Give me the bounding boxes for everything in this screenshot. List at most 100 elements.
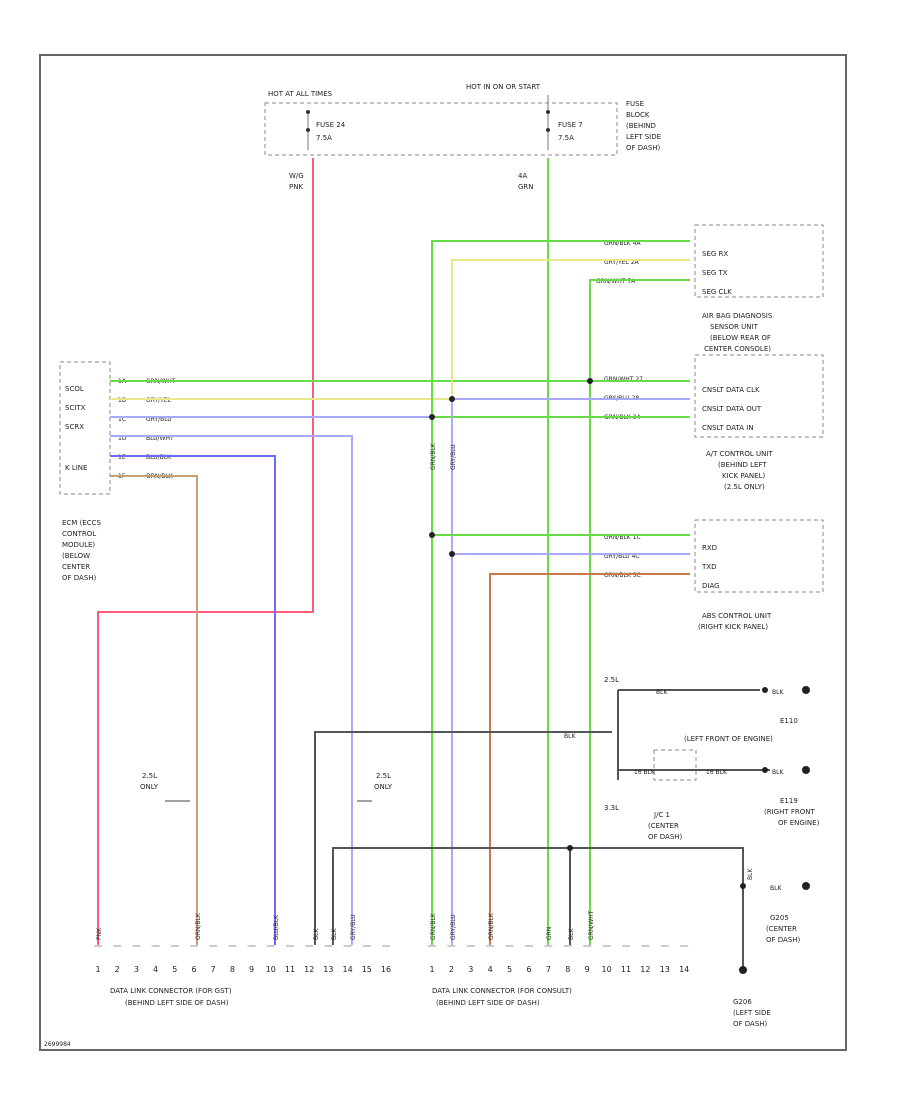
dlc-gst-connector: DATA LINK CONNECTOR (FOR GST) (BEHIND LE… (94, 912, 391, 1007)
hot-in-on-start-label: HOT IN ON OR START (466, 83, 541, 91)
airbag-wire-tag-1: GRN/BLK 4A (604, 240, 641, 247)
fuse-24-wire-id: W/G (289, 172, 304, 180)
at-pin-data-in: CNSLT DATA IN (702, 424, 754, 432)
airbag-pin-seg-clk: SEG CLK (702, 288, 732, 296)
ecm-box (59, 361, 111, 495)
ground-g205-symbol (802, 882, 810, 890)
ground-g205-dot (740, 883, 746, 889)
hot-at-all-times-label: HOT AT ALL TIMES (268, 90, 333, 98)
dlc-gst-pin-number: 3 (134, 965, 139, 974)
at-label-2: (BEHIND LEFT (718, 461, 767, 469)
dlc-gst-pin-number: 4 (153, 965, 158, 974)
dlc-consult-wire-tag: GRN/BLK (430, 912, 437, 940)
dlc-consult-pin-number: 2 (449, 965, 454, 974)
dlc-consult-wire-tag: GRN (546, 927, 553, 940)
airbag-label-3: (BELOW REAR OF (710, 334, 771, 342)
splice-dot-1 (587, 378, 593, 384)
dlc-gst-wire-tag: PNK (96, 927, 103, 940)
splice-dot-3 (429, 414, 435, 420)
ground-e119-blk: BLK (772, 769, 784, 776)
splice-dot-5 (449, 551, 455, 557)
airbag-pin-seg-tx: SEG TX (702, 269, 728, 277)
fuse-block: HOT AT ALL TIMES HOT IN ON OR START FUSE… (264, 83, 661, 191)
ground-e119-label: E119 (780, 797, 798, 805)
fuse-block-label-2: BLOCK (626, 111, 650, 119)
splices (429, 378, 593, 851)
abs-wire-tag-2: GRY/BLU 4C (604, 553, 640, 560)
fuse-7-wire-id: 4A (518, 172, 527, 180)
ecm-label-3: MODULE) (62, 541, 95, 549)
ground-e119-connector-box (653, 749, 697, 781)
wire-airbag-grn-blk (431, 240, 690, 945)
ecm-label-2: CONTROL (62, 530, 96, 538)
wires-layer (97, 158, 770, 970)
ground-g205-label-3: OF DASH) (766, 936, 801, 944)
ground-e110-blk: BLK (772, 689, 784, 696)
fuse-block-label-1: FUSE (626, 100, 644, 108)
ground-e119-dot (762, 767, 768, 773)
splice-dot-4 (429, 532, 435, 538)
airbag-sensor-unit: SEG RX SEG TX SEG CLK AIR BAG DIAGNOSIS … (596, 224, 824, 353)
at-label-4: (2.5L ONLY) (724, 483, 765, 491)
ground-g205-blk: BLK (770, 885, 782, 892)
dlc-gst-label-2: (BEHIND LEFT SIDE OF DASH) (125, 999, 229, 1007)
dlc-gst-pin-number: 12 (304, 965, 314, 974)
ground-g206-label-3: OF DASH) (733, 1020, 768, 1028)
jc1-label-1: J/C 1 (653, 811, 670, 819)
abs-wire-tag-1: GRN/BLK 1C (604, 534, 641, 541)
dlc-gst-pin-number: 13 (323, 965, 333, 974)
ecm-pin-scol: SCOL (65, 385, 84, 393)
dlc-consult-pin-number: 11 (621, 965, 631, 974)
dlc-gst-pin-number: 8 (230, 965, 235, 974)
dlc-gst-wire-tag: ORN/BLK (195, 912, 202, 940)
dlc-consult-pin-number: 1 (429, 965, 434, 974)
ecm-label-1: ECM (ECCS (62, 519, 102, 527)
airbag-unit-box (694, 224, 824, 298)
airbag-wire-tag-3: GRN/WHT 7A (596, 278, 636, 285)
wire-airbag-grn-wht (589, 279, 690, 945)
airbag-pin-seg-rx: SEG RX (702, 250, 728, 258)
dlc-consult-wire-tag: BLK (568, 928, 575, 940)
ground-g205-wire-tag: BLK (747, 868, 754, 880)
dlc-consult-label-2: (BEHIND LEFT SIDE OF DASH) (436, 999, 540, 1007)
dlc-gst-pin-number: 10 (266, 965, 276, 974)
ecm-wire-tag-3: GRY/BLU (146, 416, 172, 423)
wire-ecm-blu-wht (110, 435, 353, 945)
ground-e110-loc: (LEFT FRONT OF ENGINE) (684, 735, 773, 743)
dlc-gst-wire-tag: BLK (313, 928, 320, 940)
dlc-consult-connector: DATA LINK CONNECTOR (FOR CONSULT) (BEHIN… (428, 910, 689, 1007)
dlc-gst-pin-number: 7 (211, 965, 216, 974)
ground-e110-label: E110 (780, 717, 798, 725)
dlc-gst-pin-number: 11 (285, 965, 295, 974)
splice-dot-2 (449, 396, 455, 402)
dlc-consult-pin-number: 7 (546, 965, 551, 974)
dlc-consult-pin-number: 3 (468, 965, 473, 974)
fuse-24-terminal-bottom (306, 128, 310, 132)
ecm-pin-scrx: SCRX (65, 423, 84, 431)
dlc-consult-pin-number: 12 (640, 965, 650, 974)
ground-g206-symbol (739, 966, 747, 974)
jc1-label-2: (CENTER (648, 822, 679, 830)
wire-ground-e110 (617, 689, 760, 780)
ecm-wire-tag-2: GRY/YEL (146, 397, 172, 404)
ground-e110-dot (762, 687, 768, 693)
abs-label-1: ABS CONTROL UNIT (702, 612, 772, 620)
wire-ecm-orn-blk (110, 475, 198, 945)
fuse-7-terminal-top (546, 110, 550, 114)
dlc-consult-pin-number: 14 (679, 965, 689, 974)
dlc-gst-pin-number: 1 (95, 965, 100, 974)
fuse-24-label: FUSE 24 (316, 121, 346, 129)
airbag-wire-tag-2: GRY/YEL 2A (604, 259, 640, 266)
airbag-label-4: CENTER CONSOLE) (704, 345, 771, 353)
airbag-label-1: AIR BAG DIAGNOSIS (702, 312, 773, 320)
abs-label-2: (RIGHT KICK PANEL) (698, 623, 768, 631)
wire-abs-orn-blk (489, 573, 690, 945)
ground-l33-label: 3.3L (604, 804, 619, 812)
footer-id: 2699984 (44, 1041, 71, 1048)
abs-pin-txd: TXD (701, 563, 716, 571)
at-label-1: A/T CONTROL UNIT (706, 450, 773, 458)
ground-e110-wire-tag: BLK (656, 689, 668, 696)
fuse-24-amp: 7.5A (316, 134, 332, 142)
dlc-consult-wire-tag: GRY/BLU (450, 914, 457, 940)
